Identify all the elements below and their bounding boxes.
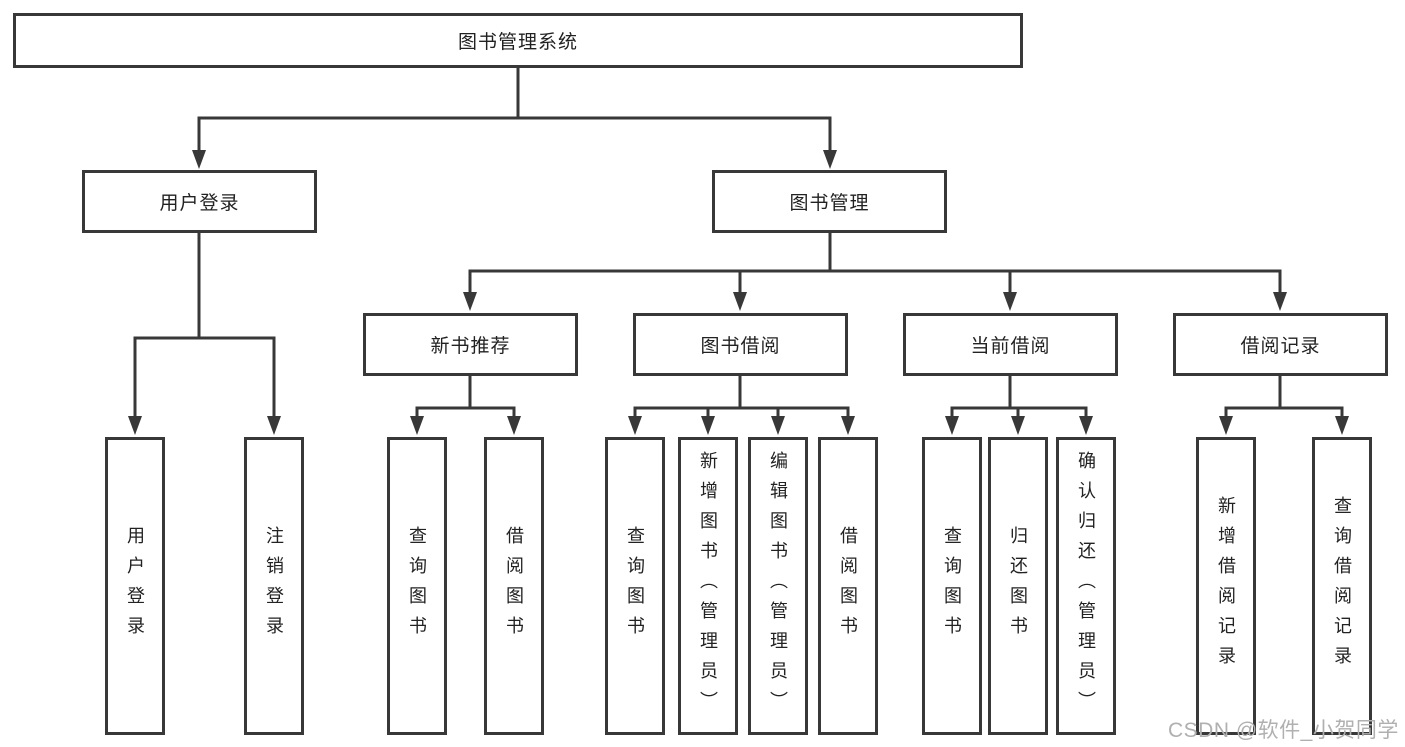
node-borrow-record: 借阅记录 (1173, 313, 1388, 376)
watermark: CSDN @软件_小贺同学 (1168, 719, 1399, 742)
connector-book-mgmt-split (463, 233, 1287, 311)
leaf-edit-book-admin: 编辑图书（管理员） (748, 437, 808, 735)
leaf-query-book-3: 查询图书 (922, 437, 982, 735)
node-root-system: 图书管理系统 (13, 13, 1023, 68)
leaf-borrow-book-2: 借阅图书 (818, 437, 878, 735)
leaf-user-login: 用户登录 (105, 437, 165, 735)
node-current-borrow: 当前借阅 (903, 313, 1118, 376)
node-user-login: 用户登录 (82, 170, 317, 233)
leaf-confirm-return-admin: 确认归还（管理员） (1056, 437, 1116, 735)
leaf-query-book-1: 查询图书 (387, 437, 447, 735)
connector-user-login-split (128, 233, 281, 435)
connector-root-split (192, 68, 837, 169)
leaf-query-borrow-record: 查询借阅记录 (1312, 437, 1372, 735)
connector-borrow-record-split (1219, 376, 1349, 435)
leaf-add-borrow-record: 新增借阅记录 (1196, 437, 1256, 735)
leaf-query-book-2: 查询图书 (605, 437, 665, 735)
node-new-book-recommend: 新书推荐 (363, 313, 578, 376)
node-book-borrow: 图书借阅 (633, 313, 848, 376)
connector-book-borrow-split (628, 376, 855, 435)
leaf-return-book: 归还图书 (988, 437, 1048, 735)
connector-current-borrow-split (945, 376, 1093, 435)
node-book-management: 图书管理 (712, 170, 947, 233)
leaf-logout: 注销登录 (244, 437, 304, 735)
leaf-add-book-admin: 新增图书（管理员） (678, 437, 738, 735)
leaf-borrow-book-1: 借阅图书 (484, 437, 544, 735)
connector-new-book-split (410, 376, 521, 435)
